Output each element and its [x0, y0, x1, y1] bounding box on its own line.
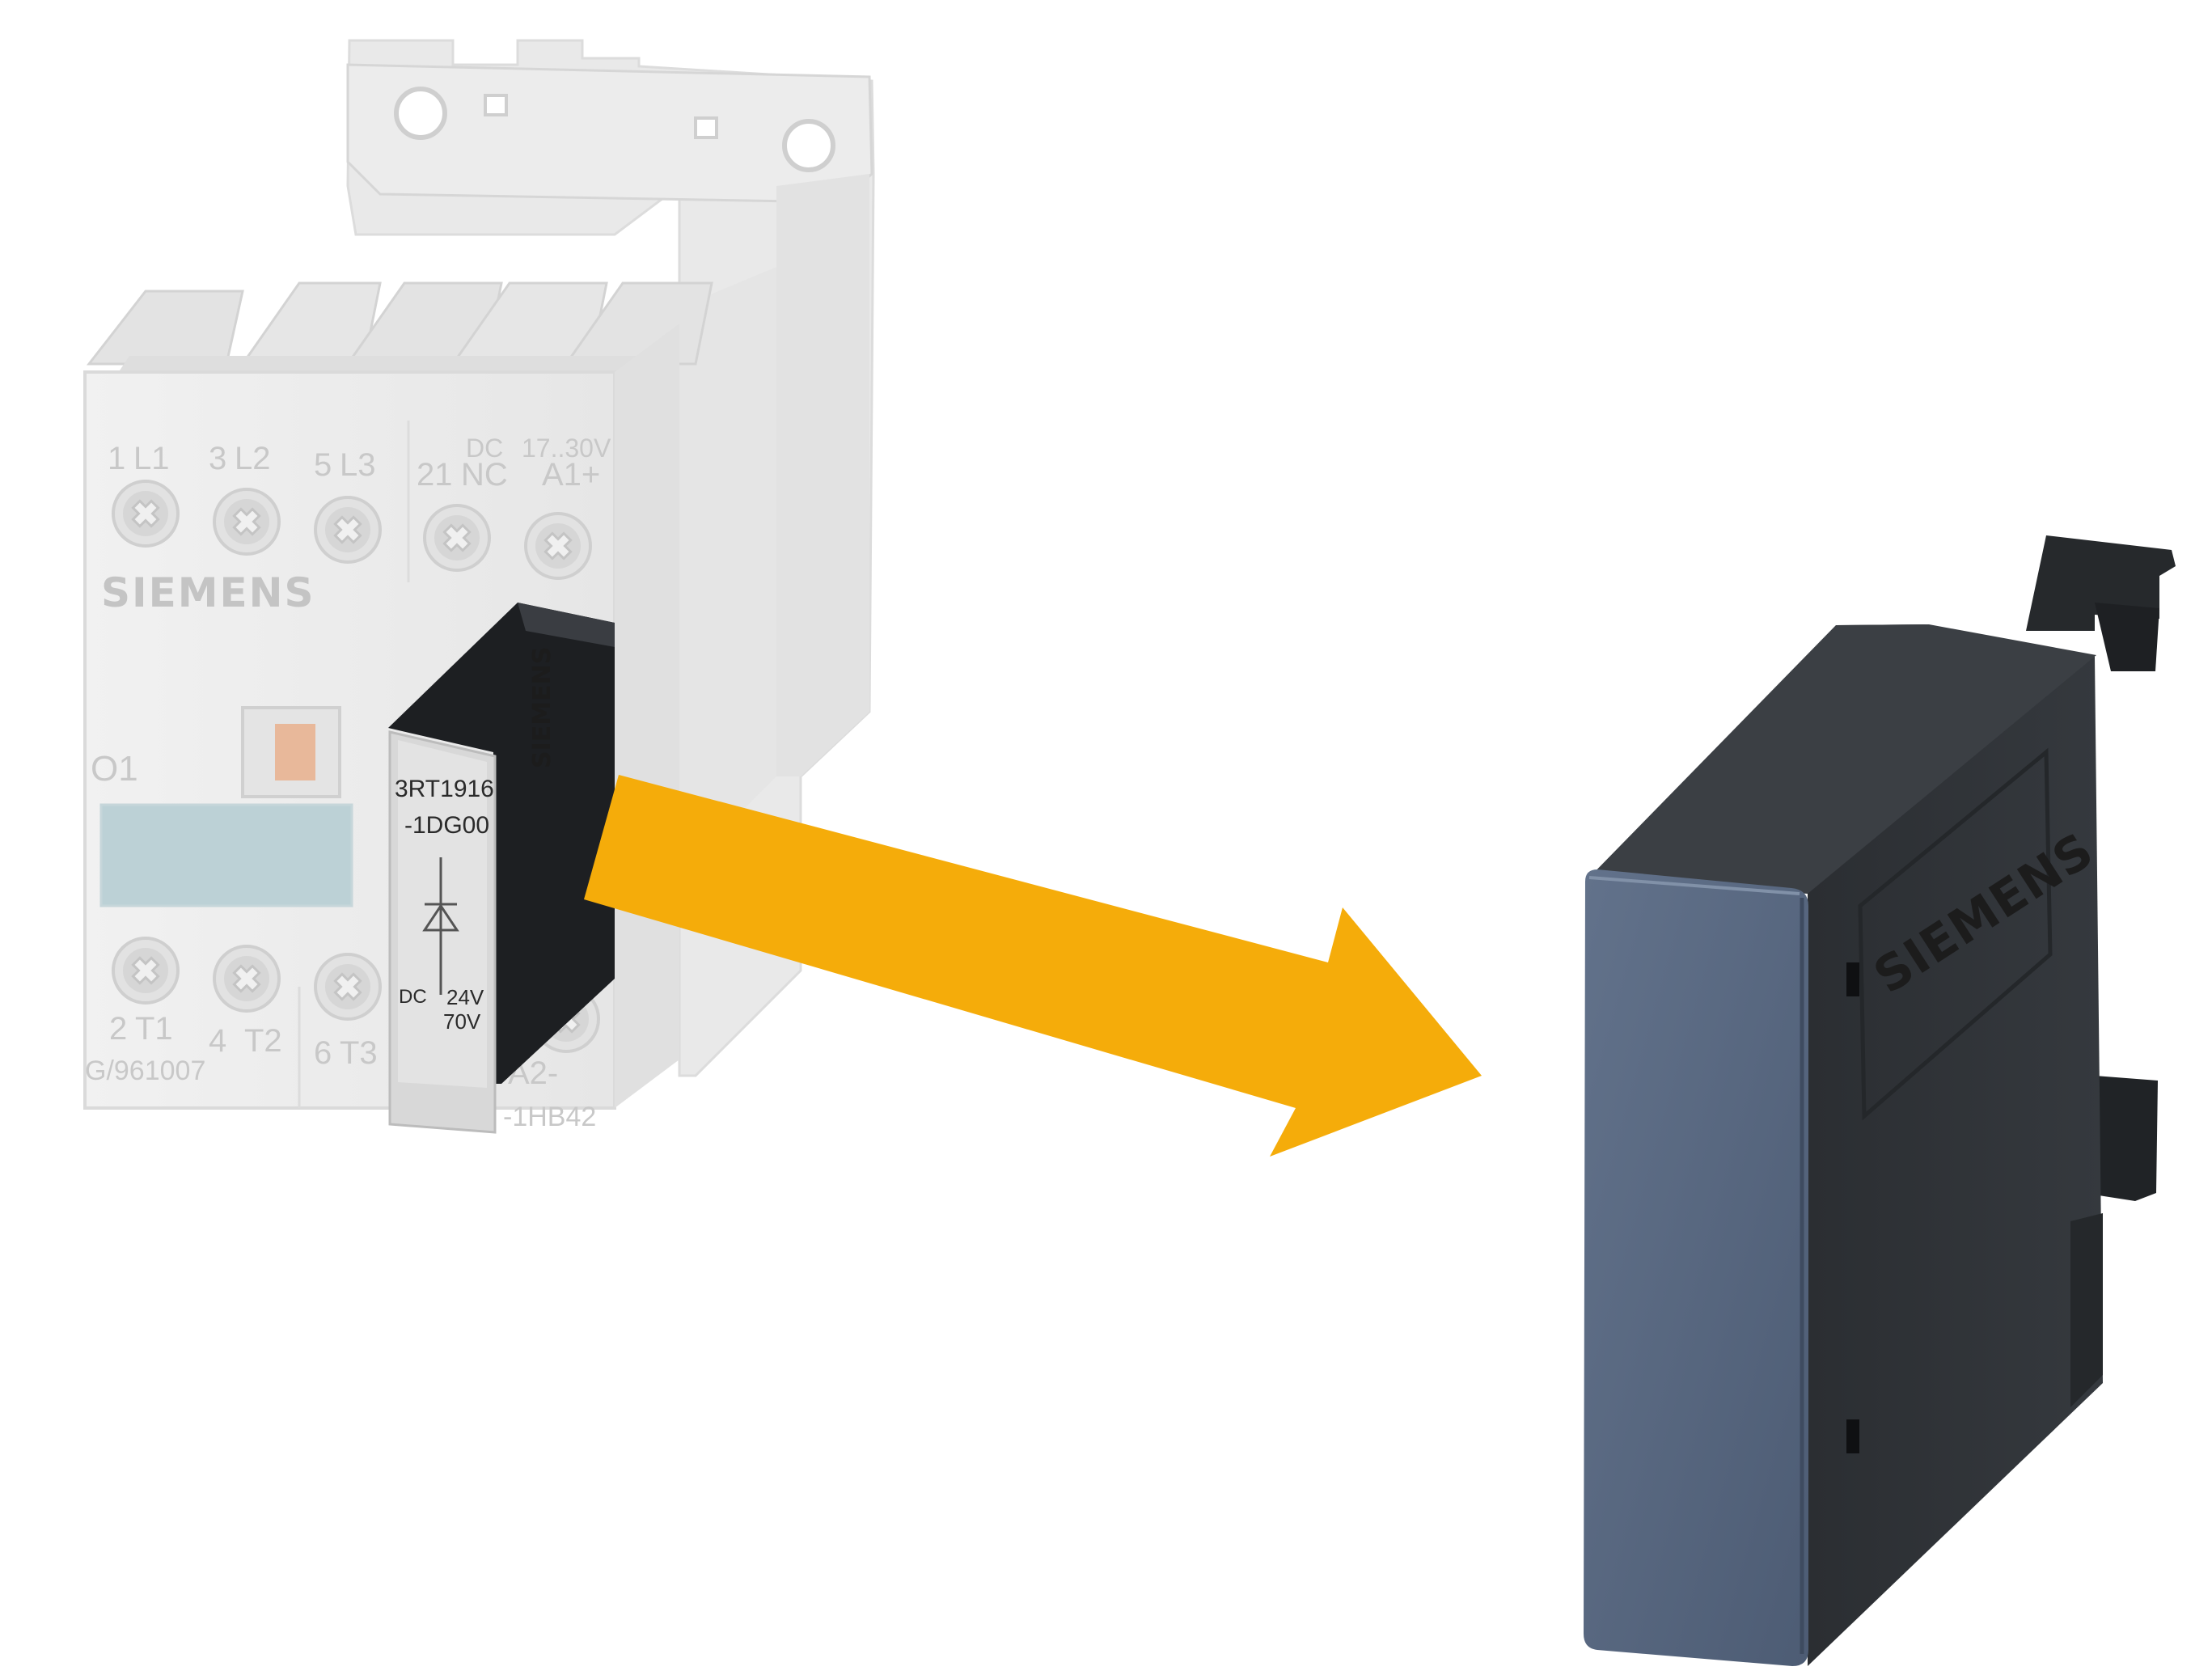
label-strip	[99, 803, 353, 907]
serial-number: G/961007	[85, 1055, 205, 1086]
diode-symbol-icon	[422, 857, 459, 995]
terminal-label-2: 2	[109, 1011, 127, 1047]
contact-label-o1: O1	[91, 749, 138, 789]
terminal-label-t1: T1	[135, 1011, 173, 1047]
voltage-range-label: 17..30V	[522, 434, 611, 463]
product-front-face	[1584, 869, 1808, 1666]
module-part-number-line2: -1DG00	[404, 812, 489, 839]
voltage-type-label: DC	[466, 434, 503, 463]
terminal-screw-icon	[423, 504, 491, 572]
terminal-label-t2: T2	[244, 1023, 282, 1059]
terminal-label-nc: NC	[461, 457, 508, 493]
contactor-brand: SIEMENS	[101, 569, 315, 616]
module-rating-dc: DC	[399, 986, 427, 1008]
terminal-label-3: 3	[209, 441, 226, 476]
terminal-label-a1: A1+	[542, 457, 600, 493]
product-module: SIEMENS	[1584, 535, 2176, 1666]
terminal-label-21: 21	[417, 457, 453, 493]
terminal-screw-icon	[314, 953, 382, 1021]
terminal-label-l1: L1	[133, 441, 170, 476]
mounted-surge-module: SIEMENS 3RT1916 -1DG00 DC 24V 70V	[388, 603, 615, 1134]
terminal-label-1: 1	[108, 441, 125, 476]
terminal-label-l3: L3	[340, 447, 376, 483]
terminal-label-6: 6	[314, 1035, 332, 1071]
terminal-screw-icon	[112, 937, 180, 1005]
part-number-fragment: -1HB42	[503, 1102, 596, 1132]
module-rating-v1: 24V	[446, 985, 484, 1009]
direction-arrow-icon	[584, 775, 1482, 1157]
terminal-label-5: 5	[314, 447, 332, 483]
module-rating-v2: 70V	[443, 1009, 481, 1034]
module-part-number-line1: 3RT1916	[395, 776, 494, 802]
terminal-screw-icon	[524, 512, 592, 580]
terminal-screw-icon	[213, 488, 281, 556]
terminal-label-4: 4	[209, 1023, 226, 1059]
status-indicator	[275, 724, 315, 780]
terminal-screw-icon	[314, 496, 382, 564]
terminal-screw-icon	[213, 945, 281, 1013]
terminal-label-t3: T3	[340, 1035, 378, 1071]
terminal-label-l2: L2	[235, 441, 271, 476]
terminal-screw-icon	[112, 480, 180, 548]
module-side-brand: SIEMENS	[528, 647, 556, 768]
